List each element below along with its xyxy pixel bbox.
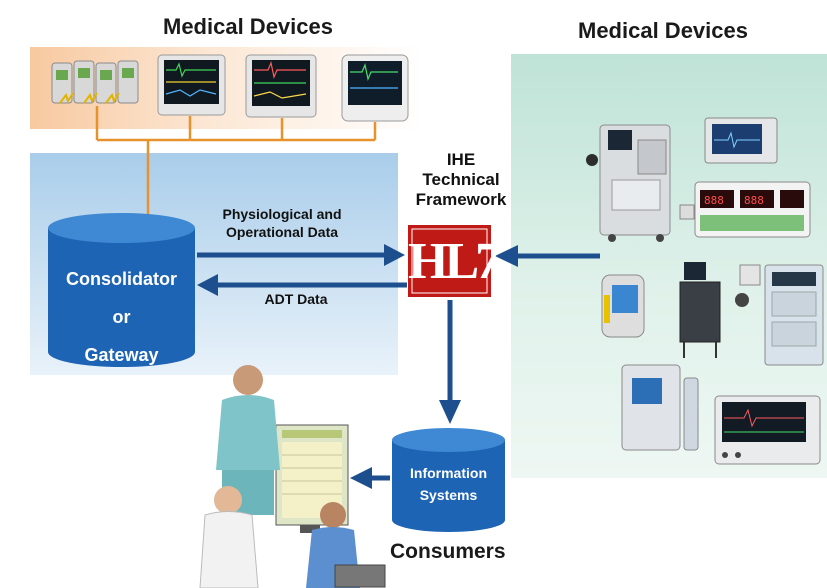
info-systems-line-1: Information: [410, 465, 487, 481]
hl7-logo: [408, 225, 491, 297]
svg-text:888: 888: [704, 194, 724, 207]
info-systems-line-2: Systems: [419, 487, 478, 503]
consolidator-gateway-cylinder: [48, 213, 195, 367]
device-network-lines: [95, 106, 377, 215]
consolidator-line-3: Gateway: [84, 345, 159, 365]
patient-monitor-icons: [157, 54, 409, 122]
title-medical-devices-right: Medical Devices: [578, 18, 748, 43]
title-medical-devices-left: Medical Devices: [163, 14, 333, 39]
consolidator-line-1: Consolidator: [66, 269, 177, 289]
consolidator-label: Consolidator or Gateway: [48, 260, 195, 374]
consolidator-line-2: or: [112, 307, 131, 327]
information-systems-label: Information Systems: [392, 462, 505, 506]
svg-text:888: 888: [744, 194, 764, 207]
ihe-framework-label: IHE Technical Framework: [415, 150, 507, 209]
information-systems-cylinder: [392, 428, 505, 532]
physiological-data-label: Physiological and Operational Data: [222, 206, 342, 240]
adt-data-label: ADT Data: [264, 291, 328, 307]
infusion-pump-icons: [51, 60, 139, 104]
medical-equipment-icons: 888 888: [586, 117, 824, 465]
hl7-logo-text: HL7: [408, 233, 501, 290]
consumers-label: Consumers: [390, 540, 506, 563]
data-flow-arrows: [197, 244, 600, 489]
consumer-users-illustration: [199, 365, 386, 588]
